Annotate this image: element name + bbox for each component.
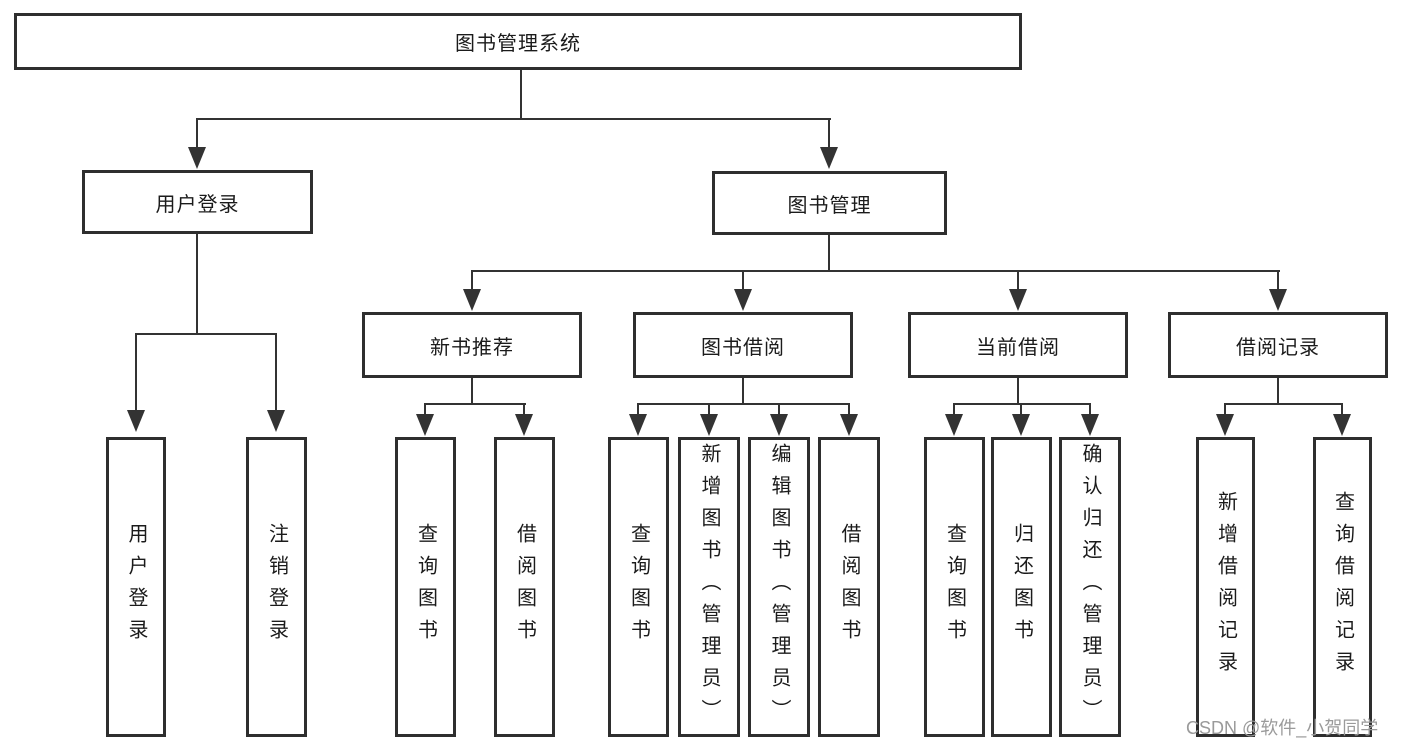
node-label: 当前借阅 <box>976 336 1060 359</box>
node-label: 新书推荐 <box>430 336 514 359</box>
leaf-label: 新增图书（管理员） <box>698 443 720 731</box>
node-new-book-recommendation: 新书推荐 <box>362 312 582 378</box>
connector-vline <box>953 403 955 416</box>
arrowhead-down-icon <box>267 410 285 432</box>
connector-hline <box>196 118 831 120</box>
leaf-borrow-books-recommend: 借阅图书 <box>494 437 555 737</box>
leaf-confirm-return-admin: 确认归还（管理员） <box>1059 437 1121 737</box>
connector-hline <box>953 403 1091 405</box>
arrowhead-down-icon <box>127 410 145 432</box>
node-borrowing-records: 借阅记录 <box>1168 312 1388 378</box>
connector-hline <box>637 403 850 405</box>
leaf-query-books-borrowing: 查询图书 <box>608 437 669 737</box>
arrowhead-down-icon <box>463 289 481 311</box>
leaf-label: 注销登录 <box>265 523 288 651</box>
connector-vline <box>196 234 198 335</box>
watermark: CSDN @软件_小贺同学 <box>1186 718 1379 738</box>
connector-hline <box>1224 403 1343 405</box>
arrowhead-down-icon <box>734 289 752 311</box>
connector-vline <box>778 403 780 416</box>
leaf-logout: 注销登录 <box>246 437 307 737</box>
connector-vline <box>1089 403 1091 416</box>
arrowhead-down-icon <box>840 414 858 436</box>
connector-vline <box>1341 403 1343 416</box>
arrowhead-down-icon <box>1216 414 1234 436</box>
leaf-query-books-recommend: 查询图书 <box>395 437 456 737</box>
leaf-add-books-admin: 新增图书（管理员） <box>678 437 740 737</box>
arrowhead-down-icon <box>1012 414 1030 436</box>
node-book-borrowing: 图书借阅 <box>633 312 853 378</box>
connector-vline <box>196 118 198 149</box>
connector-vline <box>424 403 426 416</box>
node-label: 图书管理 <box>787 194 872 217</box>
connector-vline <box>1020 403 1022 416</box>
leaf-label: 查询图书 <box>627 523 650 651</box>
node-current-borrowing: 当前借阅 <box>908 312 1128 378</box>
connector-vline <box>523 403 525 416</box>
connector-vline <box>275 333 277 412</box>
connector-vline <box>471 270 473 292</box>
connector-vline <box>637 403 639 416</box>
node-label: 图书管理系统 <box>455 33 581 55</box>
connector-hline <box>424 403 526 405</box>
connector-vline <box>742 378 744 405</box>
node-label: 借阅记录 <box>1236 336 1320 359</box>
leaf-label: 编辑图书（管理员） <box>768 443 790 731</box>
connector-vline <box>708 403 710 416</box>
arrowhead-down-icon <box>770 414 788 436</box>
arrowhead-down-icon <box>820 147 838 169</box>
arrowhead-down-icon <box>1081 414 1099 436</box>
arrowhead-down-icon <box>945 414 963 436</box>
leaf-label: 查询图书 <box>414 523 437 651</box>
leaf-query-borrow-record: 查询借阅记录 <box>1313 437 1372 737</box>
connector-vline <box>1277 378 1279 405</box>
arrowhead-down-icon <box>1009 289 1027 311</box>
arrowhead-down-icon <box>700 414 718 436</box>
leaf-user-login: 用户登录 <box>106 437 166 737</box>
connector-vline <box>828 235 830 272</box>
leaf-label: 用户登录 <box>125 523 147 651</box>
leaf-borrow-books-borrowing: 借阅图书 <box>818 437 880 737</box>
connector-vline <box>520 70 522 120</box>
connector-vline <box>828 118 830 149</box>
leaf-query-books-current: 查询图书 <box>924 437 985 737</box>
connector-vline <box>848 403 850 416</box>
leaf-label: 借阅图书 <box>513 523 536 651</box>
leaf-edit-books-admin: 编辑图书（管理员） <box>748 437 810 737</box>
arrowhead-down-icon <box>515 414 533 436</box>
connector-hline <box>471 270 1280 272</box>
connector-vline <box>135 333 137 412</box>
leaf-label: 查询图书 <box>943 523 966 651</box>
arrowhead-down-icon <box>188 147 206 169</box>
leaf-add-borrow-record: 新增借阅记录 <box>1196 437 1255 737</box>
arrowhead-down-icon <box>1333 414 1351 436</box>
connector-vline <box>471 378 473 405</box>
connector-vline <box>1277 270 1279 292</box>
arrowhead-down-icon <box>629 414 647 436</box>
arrowhead-down-icon <box>1269 289 1287 311</box>
connector-vline <box>742 270 744 292</box>
leaf-label: 查询借阅记录 <box>1331 491 1354 683</box>
arrowhead-down-icon <box>416 414 434 436</box>
leaf-label: 新增借阅记录 <box>1214 491 1237 683</box>
connector-vline <box>1017 270 1019 292</box>
node-book-management: 图书管理 <box>712 171 947 235</box>
node-user-login: 用户登录 <box>82 170 313 234</box>
node-label: 用户登录 <box>155 193 240 216</box>
connector-vline <box>1017 378 1019 405</box>
leaf-label: 借阅图书 <box>838 523 860 651</box>
leaf-label: 归还图书 <box>1010 523 1033 651</box>
node-library-system: 图书管理系统 <box>14 13 1022 70</box>
leaf-label: 确认归还（管理员） <box>1079 443 1101 731</box>
connector-hline <box>135 333 277 335</box>
node-label: 图书借阅 <box>701 336 785 359</box>
connector-vline <box>1224 403 1226 416</box>
leaf-return-books: 归还图书 <box>991 437 1052 737</box>
